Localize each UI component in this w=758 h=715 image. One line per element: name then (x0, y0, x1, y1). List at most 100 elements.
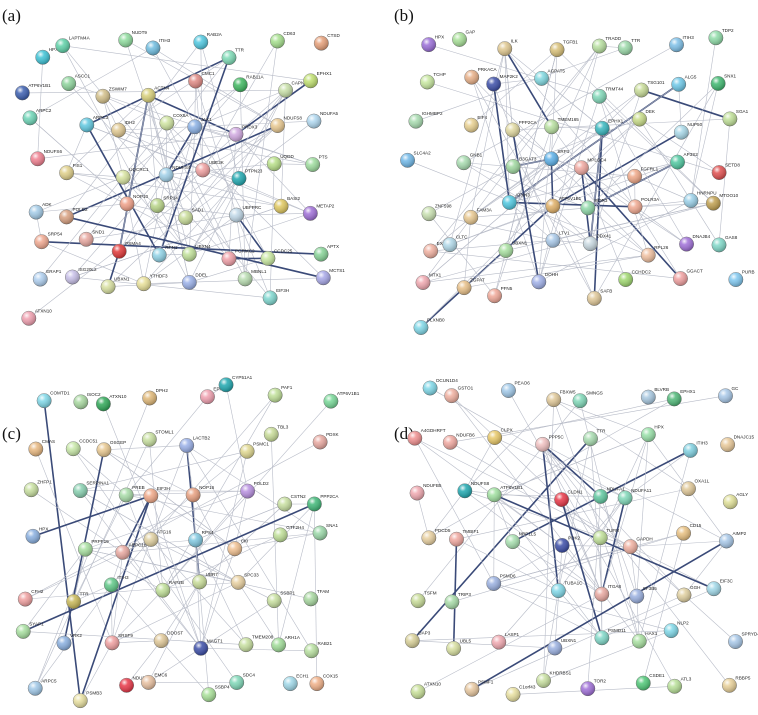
protein-node-label: UBR7 (206, 572, 219, 577)
interaction-edge (638, 450, 691, 642)
panel-c: (c) COMTD1ISOC2ATXN10DPH2EPHX1CYP51A1PAF… (2, 375, 360, 709)
protein-node-gapdh: GAPDH (622, 537, 653, 555)
protein-node-label: CFH2 (31, 589, 43, 594)
interaction-edge (269, 163, 275, 298)
protein-node-highlight (545, 233, 561, 248)
interaction-edge (280, 90, 286, 207)
protein-node-label: TGFB1 (563, 40, 578, 45)
protein-node-highlight (676, 526, 691, 541)
protein-node-atp6v1b1: ATP6V1B1 (323, 391, 360, 409)
protein-node-fis1: FIS1 (59, 163, 83, 181)
protein-node-isg20l2: ISG20L2 (64, 267, 97, 285)
protein-node-label: PRPF19 (91, 539, 109, 544)
protein-node-label: GSTO1 (458, 386, 474, 391)
protein-node-prkaca: PRKACA (464, 67, 498, 85)
protein-node-highlight (444, 594, 460, 610)
protein-node-label: ACTN4 (154, 85, 170, 90)
protein-node-highlight (15, 85, 30, 101)
protein-node-label: UBL5 (460, 638, 472, 643)
protein-node-highlight (583, 431, 598, 446)
protein-node-gap: GAP (452, 29, 475, 47)
interaction-edge (551, 126, 582, 168)
protein-node-label: ATP6V1B1 (337, 391, 360, 396)
protein-node-mbnl1: MBNL1 (237, 269, 267, 287)
protein-node-highlight (227, 541, 242, 556)
protein-node-hpx: HPX (640, 425, 664, 443)
protein-node-label: UBFPRC (242, 205, 262, 210)
interaction-edge (471, 594, 685, 690)
protein-node-highlight (21, 311, 37, 326)
interaction-edge (225, 384, 248, 492)
protein-node-highlight (728, 272, 744, 287)
interaction-edge (471, 77, 595, 299)
protein-node-label: SERPINA1 (86, 481, 109, 486)
interaction-edge (552, 205, 595, 299)
protein-node-highlight (587, 291, 602, 306)
protein-node-highlight (28, 681, 43, 696)
protein-node-ndufb6: NDUFB6 (442, 432, 475, 450)
protein-node-mcts1: MCTS1 (315, 268, 345, 286)
protein-node-label: HPX (654, 425, 663, 430)
protein-node-highlight (400, 153, 415, 168)
protein-node-highlight (118, 487, 134, 503)
protein-node-highlight (667, 391, 682, 407)
protein-node-label: DCUN1D4 (436, 378, 458, 383)
protein-node-sna1: SNA1 (312, 523, 338, 541)
protein-node-highlight (323, 393, 339, 409)
protein-node-highlight (580, 681, 595, 696)
protein-node-tdp2: TDP2 (708, 28, 734, 46)
interaction-edge (86, 214, 237, 240)
protein-node-highlight (501, 383, 516, 398)
protein-node-highlight (230, 575, 246, 590)
protein-node-psmd6: PSMD6 (486, 574, 516, 591)
protein-node-highlight (119, 678, 134, 693)
interaction-edge (143, 178, 240, 284)
protein-node-mtx1: MTX1 (415, 273, 442, 290)
interaction-edge (195, 539, 210, 695)
interaction-edge (149, 439, 164, 591)
protein-node-itga8: ITGA8 (594, 584, 621, 602)
interaction-edge (194, 81, 196, 127)
protein-node-highlight (56, 635, 72, 651)
interaction-edge (464, 254, 649, 288)
protein-node-highlight (193, 34, 208, 50)
protein-node-highlight (505, 687, 521, 702)
protein-node-label: NDUFS8 (284, 116, 303, 121)
protein-node-sdc4: SDC4 (229, 673, 255, 690)
interaction-edge (430, 250, 681, 279)
protein-node-highlight (670, 154, 685, 170)
interaction-edge (143, 174, 167, 284)
interaction-edge (428, 213, 495, 296)
protein-node-label: ATP6V1B1 (28, 83, 51, 88)
protein-node-ephx1: EPHX1 (666, 389, 696, 407)
protein-node-highlight (155, 583, 171, 598)
protein-node-safb: SAFB (586, 288, 612, 306)
protein-node-highlight (73, 483, 88, 498)
interaction-edge (86, 124, 203, 171)
protein-node-agpat5: AGPAT5 (534, 68, 565, 86)
interaction-edge (493, 83, 554, 241)
protein-node-label: PSMB3 (86, 691, 102, 696)
interaction-edge (107, 125, 278, 287)
protein-node-label: HPX (49, 47, 58, 52)
protein-node-ddel: DDEL (181, 272, 208, 290)
protein-node-label: OXA1L (694, 479, 709, 484)
protein-node-magt1: MAGT1 (193, 638, 223, 656)
interaction-edge (417, 593, 602, 692)
protein-node-highlight (421, 530, 437, 546)
protein-node-highlight (711, 237, 727, 253)
protein-node-nup50: NUP50 (673, 122, 703, 140)
interaction-edge (428, 490, 466, 539)
interaction-edge (122, 84, 241, 178)
protein-node-cyp51a1: CYP51A1 (218, 375, 253, 393)
protein-node-highlight (667, 679, 682, 694)
interaction-edge (538, 96, 600, 282)
protein-node-label: GC (731, 386, 739, 391)
protein-node-label: GGACT (686, 269, 703, 274)
protein-node-pold2: POLD2 (59, 207, 88, 225)
protein-node-dnajb4: DNAJB4 (679, 234, 711, 252)
protein-node-znf598: ZNF598 (421, 204, 452, 222)
protein-node-label: LACTB2 (193, 435, 211, 440)
protein-node-highlight (141, 675, 156, 690)
